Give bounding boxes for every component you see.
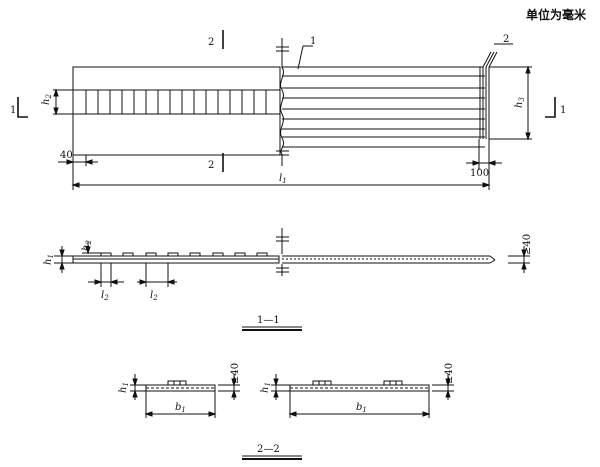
section-mark-1-left-label: 1 bbox=[10, 105, 16, 116]
dim-h2-plan bbox=[53, 88, 73, 116]
dim-ge40-section-1-label: ≥40 bbox=[522, 234, 533, 255]
section-1-1-ribs bbox=[100, 252, 268, 257]
section-mark-2-top-label: 2 bbox=[208, 37, 214, 48]
section-1-1-break bbox=[276, 228, 289, 276]
callout-1-label: 1 bbox=[310, 36, 316, 47]
dim-b1-section-2-left bbox=[144, 391, 217, 418]
unit-note: 单位为毫米 bbox=[525, 8, 586, 22]
plan-strips bbox=[282, 66, 485, 148]
plan-grid-strip bbox=[72, 89, 281, 115]
section-2-2-left-rib bbox=[167, 380, 187, 386]
section-1-1-view: h1 h2 l2 l2 bbox=[43, 228, 533, 331]
dim-40-plan bbox=[58, 155, 98, 190]
dim-l2-section-1-b-label: l2 bbox=[150, 290, 158, 302]
dim-l2-section-1-a-label: l2 bbox=[101, 290, 109, 302]
dim-b1-section-2-left-label: b1 bbox=[175, 402, 186, 414]
dim-h1-section-1-label: h1 bbox=[43, 254, 55, 265]
dim-h2-plan-label: h2 bbox=[41, 94, 53, 105]
dim-h3-plan bbox=[489, 65, 532, 141]
dim-l2-section-1-a bbox=[88, 263, 124, 287]
plan-view: 1 2 2 2 1 1 h2 h3 bbox=[10, 30, 566, 190]
dim-h1-section-2-right-label: h1 bbox=[260, 382, 272, 393]
callout-2-label: 2 bbox=[503, 34, 509, 45]
section-2-2-title: 2—2 bbox=[257, 444, 280, 455]
section-1-1-title: 1—1 bbox=[257, 315, 280, 326]
dim-h1-section-2-left bbox=[130, 374, 146, 400]
section-mark-1-right-label: 1 bbox=[560, 105, 566, 116]
dim-h1-section-1 bbox=[54, 246, 73, 273]
section-1-1-strips bbox=[282, 255, 496, 264]
section-mark-2-bottom-label: 2 bbox=[208, 160, 214, 171]
dim-h2-section-1 bbox=[82, 241, 101, 255]
dim-h3-plan-label: h3 bbox=[514, 97, 526, 108]
dim-ge40-section-2-left bbox=[218, 374, 240, 400]
callout-1-leader bbox=[297, 45, 304, 70]
dim-h2-section-1-label: h2 bbox=[81, 240, 93, 251]
plan-plate-outline bbox=[72, 66, 281, 156]
section-2-2-right-rib-2 bbox=[383, 380, 403, 386]
section-2-2-view: h1 h1 ≥40 ≥40 bbox=[118, 363, 455, 460]
dim-l1-plan-label: l1 bbox=[279, 173, 287, 185]
dim-b1-section-2-right bbox=[288, 391, 431, 418]
dim-100-plan bbox=[466, 139, 502, 190]
dim-h1-section-2-right bbox=[271, 374, 290, 400]
section-2-2-right-rib-1 bbox=[312, 380, 332, 386]
section-mark-1-right bbox=[545, 97, 556, 118]
plan-break-symbol bbox=[276, 38, 289, 166]
plan-strip-ends bbox=[479, 51, 498, 139]
dim-100-plan-label: 100 bbox=[470, 168, 489, 179]
section-mark-1-left bbox=[17, 97, 28, 118]
dim-40-plan-label: 40 bbox=[60, 150, 73, 161]
dim-l2-section-1-b bbox=[137, 263, 177, 287]
dim-l1-plan bbox=[71, 182, 491, 188]
dim-ge40-section-2-left-label: ≥40 bbox=[230, 363, 241, 384]
dim-h1-section-2-left-label: h1 bbox=[118, 382, 130, 393]
dim-b1-section-2-right-label: b1 bbox=[356, 402, 367, 414]
dim-ge40-section-2-right bbox=[432, 374, 454, 400]
dim-ge40-section-1 bbox=[508, 246, 530, 273]
dim-ge40-section-2-right-label: ≥40 bbox=[444, 363, 455, 384]
